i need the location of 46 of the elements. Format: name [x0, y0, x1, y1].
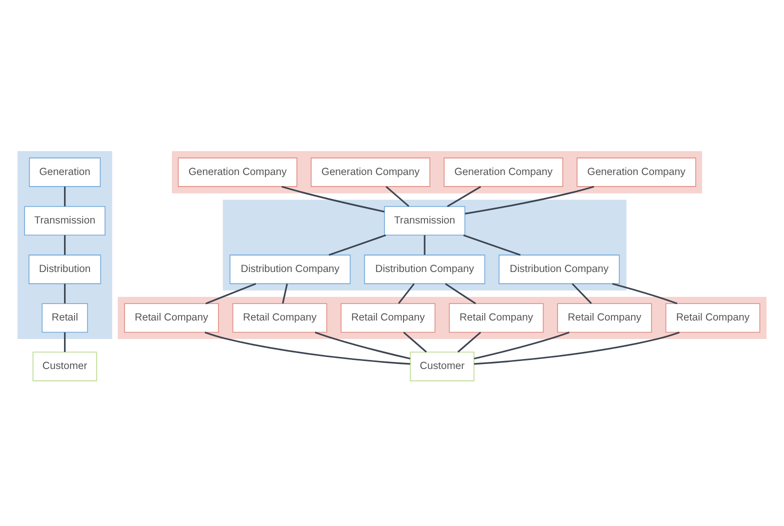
connector: [424, 235, 426, 255]
connector: [314, 332, 410, 360]
connector: [204, 332, 410, 365]
node-box: Customer: [410, 352, 474, 382]
connector: [64, 235, 66, 255]
node-box: Retail: [42, 303, 88, 333]
node-box: Generation Company: [444, 158, 564, 187]
connector: [464, 186, 594, 214]
node-box: Distribution Company: [498, 254, 620, 284]
cluster: [118, 296, 767, 340]
node-box: Generation: [29, 158, 101, 187]
connector: [64, 332, 66, 352]
node-box: Customer: [32, 352, 98, 382]
cluster: [222, 200, 626, 290]
node-box: Generation Company: [576, 158, 696, 187]
node-box: Retail Company: [557, 303, 652, 333]
node-box: Distribution Company: [230, 254, 351, 284]
connector: [328, 234, 386, 256]
connector: [281, 186, 385, 212]
connector: [474, 332, 570, 360]
connector: [444, 283, 476, 304]
connector: [474, 332, 680, 365]
node-box: Generation Company: [178, 158, 298, 187]
node-box: Distribution: [28, 254, 102, 284]
connector: [64, 284, 66, 304]
node-box: Generation Company: [310, 158, 430, 187]
node-box: Transmission: [24, 206, 106, 236]
connector: [572, 283, 592, 304]
node-box: Retail Company: [448, 303, 544, 333]
connector: [64, 186, 66, 206]
node-box: Transmission: [384, 206, 466, 236]
connector: [403, 332, 427, 353]
node-box: Retail Company: [340, 303, 436, 333]
cluster: [17, 151, 112, 340]
connector: [446, 186, 482, 208]
node-box: Retail Company: [232, 303, 328, 333]
node-box: Retail Company: [124, 303, 219, 333]
connector: [398, 283, 415, 304]
node-box: Retail Company: [665, 303, 760, 333]
node-box: Distribution Company: [364, 254, 486, 284]
connector: [457, 332, 482, 353]
connector: [205, 283, 256, 304]
connector: [612, 282, 678, 304]
connector: [282, 284, 288, 304]
cluster: [172, 151, 702, 194]
connector: [463, 234, 521, 256]
